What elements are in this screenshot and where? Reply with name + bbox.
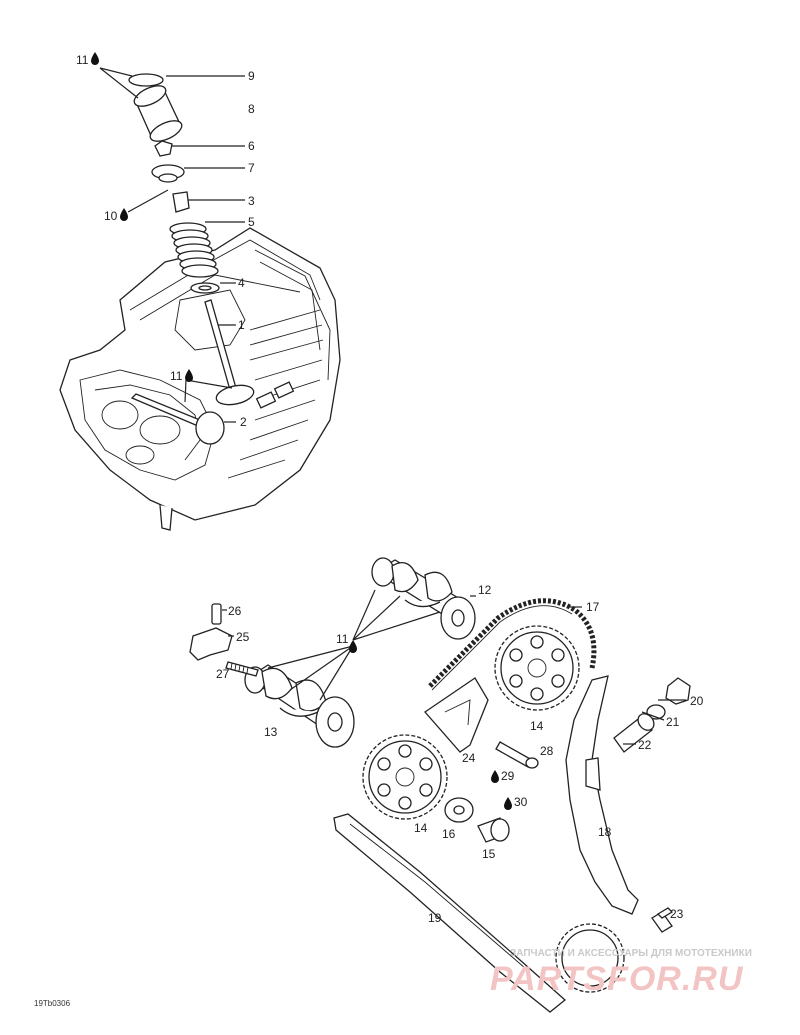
sprocket-bolt-part — [477, 817, 510, 843]
tensioner-blade-part — [565, 675, 639, 915]
shim-part — [128, 73, 164, 87]
callout-11: 11 — [76, 53, 89, 67]
callout-26: 25 — [236, 630, 250, 644]
leader-lines — [99, 67, 686, 745]
screw-part — [225, 661, 259, 677]
callout-13: 13 — [264, 725, 278, 739]
callout-5: 5 — [248, 215, 255, 229]
callout-15: 15 — [482, 847, 496, 861]
callout-17: 17 — [586, 600, 600, 614]
tensioner-cap-part — [665, 677, 691, 705]
callout-28: 27 — [216, 667, 230, 681]
callout-2: 2 — [240, 415, 247, 429]
camshaft-13 — [244, 664, 355, 748]
fixed-chain-guide-part — [333, 813, 567, 1013]
callout-24: 24 — [462, 751, 476, 765]
sprocket-upper — [494, 625, 580, 711]
callout-1: 1 — [238, 318, 245, 332]
valve-spring-part — [169, 222, 219, 278]
watermark: ЗАПЧАСТИ И АКСЕССУАРЫ ДЛЯ МОТОТЕХНИКИ PA… — [490, 948, 752, 998]
callout-20: 20 — [690, 694, 704, 708]
callout-18: 19 — [428, 911, 442, 925]
callout-25: 28 — [540, 744, 554, 758]
pin-part — [211, 603, 222, 625]
oil-drop-icon — [491, 770, 499, 783]
tensioner-plunger-part — [613, 713, 655, 753]
valve-keepers-part — [154, 140, 173, 157]
oil-drop-icon — [349, 640, 357, 653]
valve-stem-seal-part — [172, 191, 190, 213]
bracket-part — [189, 627, 233, 661]
oil-drop-icon — [120, 208, 128, 221]
callout-labels: 11 9 8 6 7 10 3 5 4 1 11 2 26 25 27 11 1… — [76, 53, 704, 925]
callout-11: 11 — [336, 632, 349, 646]
callout-6: 6 — [248, 139, 255, 153]
diagram-reference-code: 19Tb0306 — [34, 999, 71, 1008]
callout-8: 8 — [248, 102, 255, 116]
chain-guide-part — [424, 677, 489, 753]
guide-bolt-part — [495, 741, 539, 769]
exhaust-valve-part — [204, 299, 255, 406]
tappet-bucket-part — [133, 85, 183, 142]
callout-19: 18 — [598, 825, 612, 839]
callout-12: 12 — [478, 583, 492, 597]
callout-29: 29 — [501, 769, 515, 783]
oil-drop-icons — [91, 52, 512, 810]
watermark-tagline: ЗАПЧАСТИ И АКСЕССУАРЫ ДЛЯ МОТОТЕХНИКИ — [510, 948, 752, 959]
callout-7: 7 — [248, 161, 255, 175]
callout-4: 4 — [238, 276, 245, 290]
camshaft-12 — [371, 557, 476, 640]
callout-11: 11 — [170, 369, 183, 383]
oil-drop-icon — [504, 797, 512, 810]
callout-9: 9 — [248, 69, 255, 83]
callout-22: 22 — [638, 738, 652, 752]
intake-valve-part — [130, 393, 225, 445]
callout-16: 16 — [442, 827, 456, 841]
callout-23: 23 — [670, 907, 684, 921]
sprocket-lower — [362, 734, 448, 820]
callout-10: 10 — [104, 209, 118, 223]
oil-drop-icon — [91, 52, 99, 65]
watermark-logo: PARTSFOR.RU — [490, 960, 744, 998]
callout-14: 14 — [414, 821, 428, 835]
callout-14: 14 — [530, 719, 544, 733]
callout-27: 26 — [228, 604, 242, 618]
callout-21: 21 — [666, 715, 680, 729]
oil-drop-icon — [185, 369, 193, 382]
callout-30: 30 — [514, 795, 528, 809]
valve-train — [128, 73, 255, 445]
crank-sprocket-part — [555, 923, 625, 993]
timing-chain-part — [428, 598, 597, 688]
callout-3: 3 — [248, 194, 255, 208]
cylinder-head — [59, 227, 341, 531]
tensioner-bolt-part — [651, 907, 674, 933]
